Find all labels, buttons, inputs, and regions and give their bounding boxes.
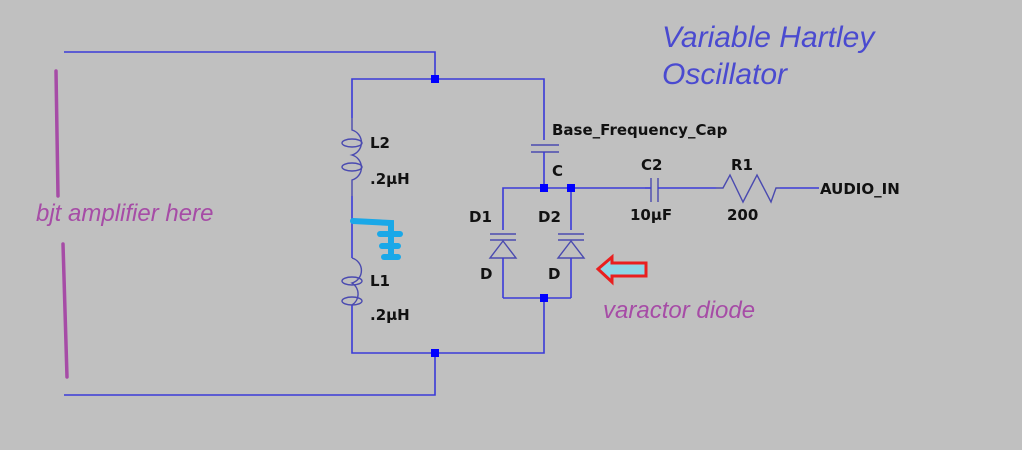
l1-ref-label: L1 [370, 272, 390, 290]
junction-top [431, 75, 439, 83]
junction-cap-node [540, 184, 548, 192]
resistor-r1 [716, 173, 819, 204]
amplifier-marker-line-bottom [61, 242, 69, 379]
capacitor-c2 [645, 178, 716, 202]
varactor-pointer-arrow [595, 253, 648, 286]
c2-value-label: 10µF [630, 206, 672, 224]
l2-value-label: .2µH [370, 170, 410, 188]
d2-ref-label: D2 [538, 208, 561, 226]
wire-tank-top [351, 78, 545, 140]
net-label-audio-in: AUDIO_IN [820, 180, 900, 198]
c2-ref-label: C2 [641, 156, 662, 174]
inductor-l1 [341, 257, 363, 306]
base-cap-value-label: C [552, 162, 563, 180]
capacitor-base-frequency [531, 144, 559, 188]
varactor-diode-note: varactor diode [603, 297, 755, 324]
varactor-d1 [488, 233, 518, 298]
title-line-2: Oscillator [662, 58, 788, 91]
l1-value-label: .2µH [370, 306, 410, 324]
junction-bottom [431, 349, 439, 357]
title-line-1: Variable Hartley [662, 21, 876, 54]
d1-value-label: D [480, 265, 492, 283]
wire-varactor-node [502, 187, 645, 230]
amplifier-marker-line-top [54, 69, 60, 198]
junction-d2-node [567, 184, 575, 192]
junction-varactor-bottom [540, 294, 548, 302]
d1-ref-label: D1 [469, 208, 492, 226]
center-tap-ground-mark [350, 218, 403, 260]
d2-value-label: D [548, 265, 560, 283]
r1-ref-label: R1 [731, 156, 753, 174]
l2-ref-label: L2 [370, 134, 390, 152]
wire-top-outer [64, 51, 436, 79]
wire-bottom-outer [64, 353, 436, 396]
base-cap-ref-label: Base_Frequency_Cap [552, 121, 728, 139]
inductor-l2 [341, 118, 363, 196]
r1-value-label: 200 [727, 206, 758, 224]
wire-tank-bottom [351, 298, 545, 354]
bjt-amplifier-note: bjt amplifier here [36, 200, 213, 227]
varactor-d2 [556, 233, 586, 298]
